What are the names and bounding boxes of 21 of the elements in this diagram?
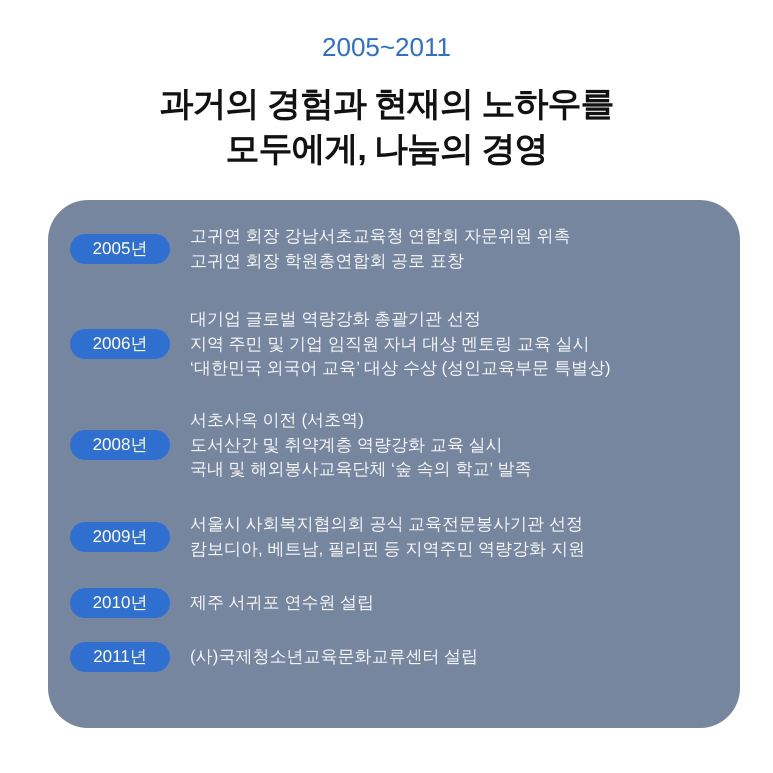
event-text: 고귀연 회장 학원총연합회 공로 표창 — [190, 250, 465, 272]
year-badge: 2006년 — [70, 329, 170, 359]
event-text: 서초사옥 이전 (서초역) — [190, 409, 365, 432]
year-badge: 2005년 — [70, 234, 170, 264]
event-text: ‘대한민국 외국어 교육’ 대상 수상 (성인교육부문 특별상) — [190, 357, 611, 380]
event-text: 고귀연 회장 강남서초교육청 연합회 자문위원 위촉 — [190, 226, 571, 248]
year-badge: 2008년 — [70, 430, 170, 460]
event-text: 지역 주민 및 기업 임직원 자녀 대상 멘토링 교육 실시 — [190, 332, 591, 355]
year-badge: 2011년 — [70, 642, 170, 672]
title: 과거의 경험과 현재의 노하우를 모두에게, 나눔의 경영 — [158, 84, 615, 170]
event-text: 서울시 사회복지협의회 공식 교육전문봉사기관 선정 — [190, 514, 584, 536]
event-text: 제주 서귀포 연수원 설립 — [190, 592, 374, 614]
event-text: 캄보디아, 베트남, 필리핀 등 지역주민 역량강화 지원 — [190, 538, 585, 560]
year-badge: 2010년 — [70, 588, 170, 618]
period-label: 2005~2011 — [322, 32, 451, 62]
event-text: (사)국제청소년교육문화교류센터 설립 — [190, 646, 478, 668]
timeline-panel — [48, 200, 740, 728]
year-badge: 2009년 — [70, 522, 170, 552]
event-text: 국내 및 해외봉사교육단체 ‘숲 속의 학교’ 발족 — [190, 458, 532, 480]
event-text: 도서산간 및 취약계층 역량강화 교육 실시 — [190, 434, 504, 456]
event-text: 대기업 글로벌 역량강화 총괄기관 선정 — [190, 308, 482, 330]
